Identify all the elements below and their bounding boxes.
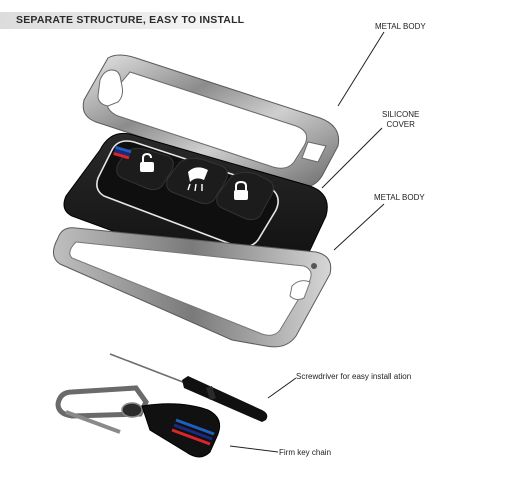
callout-silicone-line2: COVER — [386, 120, 415, 129]
metal-body-bottom — [53, 227, 332, 348]
callout-metal-body-bottom: METAL BODY — [374, 193, 425, 202]
screwdriver — [109, 353, 268, 422]
trunk-icon — [187, 167, 208, 192]
callout-key-chain: Firm key chain — [279, 448, 332, 457]
leader-screwdriver — [267, 377, 297, 399]
leader-metal-top — [337, 31, 385, 107]
leader-keychain — [229, 445, 279, 453]
header-band — [0, 12, 222, 29]
metal-body-top — [82, 54, 340, 189]
leader-metal-bottom — [333, 203, 385, 251]
lock-icon — [234, 180, 248, 200]
callout-silicone-line1: SILICONE — [382, 110, 420, 119]
callout-silicone-cover: SILICONE COVER — [382, 110, 419, 130]
callout-screwdriver: Screwdriver for easy install ation — [296, 372, 412, 381]
key-chain — [55, 385, 221, 458]
page-title: SEPARATE STRUCTURE, EASY TO INSTALL — [16, 14, 245, 26]
leader-silicone — [321, 127, 383, 189]
unlock-icon — [140, 152, 154, 172]
callout-metal-body-top: METAL BODY — [375, 22, 426, 31]
